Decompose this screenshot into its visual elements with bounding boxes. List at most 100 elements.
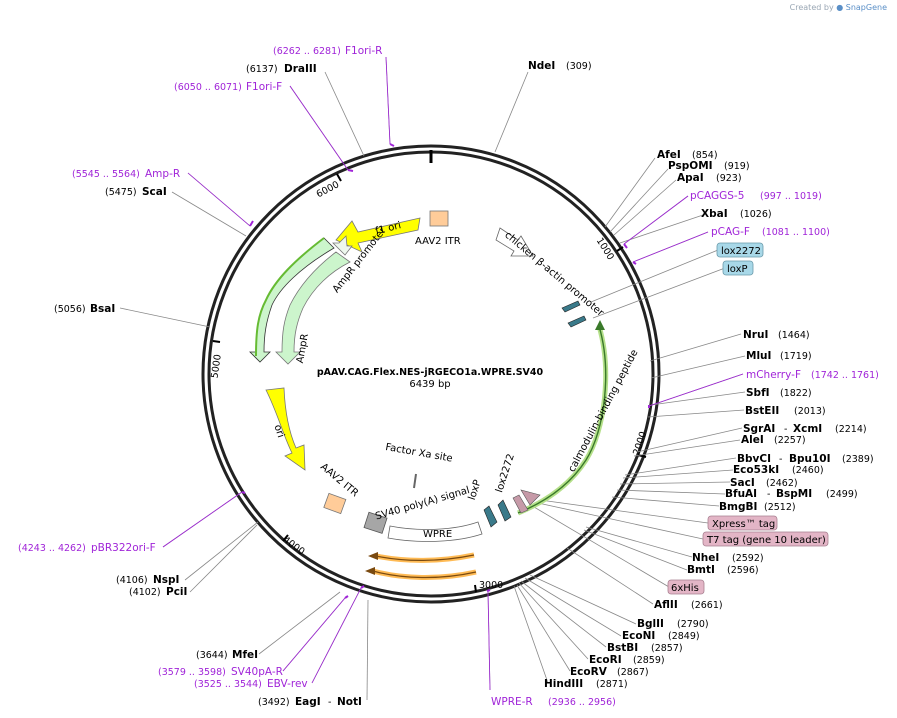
enzyme-sgrai-xcmi[interactable]: SgrAI - XcmI (2214) (743, 423, 867, 435)
tag-lox2272[interactable]: lox2272 (716, 242, 764, 258)
feature-lox-top[interactable] (561, 300, 587, 328)
feature-f1-ori[interactable]: f1 ori (335, 217, 421, 253)
enzyme-pcii[interactable]: (4102) PciI (129, 586, 187, 598)
enzyme-xbai[interactable]: XbaI (1026) (701, 208, 772, 220)
enzyme-sep: - (779, 454, 782, 465)
enzyme-name: EcoNI (622, 630, 655, 642)
enzyme-sbfi[interactable]: SbfI (1822) (746, 387, 812, 399)
primer-f1ori-f[interactable]: (6050 .. 6071) F1ori-F (174, 81, 282, 93)
feature-ori[interactable]: ori (265, 387, 306, 471)
enzyme-name-2: BspMI (776, 488, 812, 500)
enzyme-bstbi[interactable]: BstBI (2857) (607, 642, 683, 654)
enzyme-scai[interactable]: (5475) ScaI (105, 186, 167, 198)
primer-f1ori-r[interactable]: (6262 .. 6281) F1ori-R (273, 45, 382, 57)
enzyme-name: PciI (166, 586, 187, 598)
enzyme-ecorv[interactable]: EcoRV (2867) (570, 666, 649, 678)
enzyme-name: HindIII (544, 678, 583, 690)
primer-pcag-f[interactable]: pCAG-F (1081 .. 1100) (711, 226, 830, 238)
enzyme-eco53ki[interactable]: Eco53kI (2460) (733, 464, 824, 476)
enzyme-name: NdeI (528, 60, 555, 72)
feature-wpre[interactable]: WPRE (387, 521, 483, 542)
primer-ebv-rev[interactable]: (3525 .. 3544) EBV-rev (194, 678, 308, 690)
enzyme-pos: (2512) (764, 502, 796, 513)
enzyme-name-2: Bpu10I (789, 453, 831, 465)
primer-range: (1081 .. 1100) (762, 227, 830, 238)
enzyme-mlui[interactable]: MluI (1719) (746, 350, 812, 362)
enzyme-bmti[interactable]: BmtI (2596) (687, 564, 759, 576)
enzyme-pos: (309) (566, 61, 592, 72)
enzyme-name: SbfI (746, 387, 770, 399)
enzyme-apai[interactable]: ApaI (923) (677, 172, 742, 184)
enzyme-bsai[interactable]: (5056) BsaI (54, 303, 115, 315)
enzyme-aflii[interactable]: AflII (2661) (654, 599, 723, 611)
enzyme-name: BmtI (687, 564, 715, 576)
primer-mcherry-f[interactable]: mCherry-F (1742 .. 1761) (746, 369, 879, 381)
tag-loxp[interactable]: loxP (722, 260, 754, 276)
primer-pcaggs-5[interactable]: pCAGGS-5 (997 .. 1019) (690, 190, 822, 202)
primer-name: F1ori-F (246, 81, 282, 93)
enzyme-mfei[interactable]: (3644) MfeI (196, 649, 258, 661)
feature-factor-xa[interactable]: Factor Xa site (384, 442, 453, 489)
primer-name: pBR322ori-F (91, 542, 156, 554)
enzyme-pos: (1464) (778, 330, 810, 341)
feature-lox-bottom[interactable]: loxP lox2272 (467, 453, 541, 528)
enzyme-bfuai-bspmi[interactable]: BfuAI - BspMI (2499) (725, 488, 858, 500)
enzyme-name: BstEII (745, 405, 779, 417)
enzyme-bbvci-bpu10i[interactable]: BbvCI - Bpu10I (2389) (737, 453, 874, 465)
enzyme-eagi-noti[interactable]: (3492) EagI - NotI (258, 696, 362, 708)
primer-amp-r[interactable]: (5545 .. 5564) Amp-R (72, 168, 180, 180)
enzyme-name: BglII (637, 618, 664, 630)
primer-sv40pa-r[interactable]: (3579 .. 3598) SV40pA-R (158, 666, 283, 678)
enzyme-name: ApaI (677, 172, 704, 184)
primer-wpre-r[interactable]: WPRE-R (2936 .. 2956) (491, 696, 616, 708)
enzyme-pos: (2214) (835, 424, 867, 435)
tag-xpress[interactable]: Xpress™ tag (707, 515, 778, 531)
enzyme-name: EcoRI (589, 654, 622, 666)
enzyme-pspomi[interactable]: PspOMI (919) (668, 160, 750, 172)
enzyme-hindiii[interactable]: HindIII (2871) (544, 678, 628, 690)
enzyme-afei[interactable]: AfeI (854) (657, 149, 718, 161)
enzyme-nspi[interactable]: (4106) NspI (116, 574, 179, 586)
feature-chicken-promoter[interactable]: chicken β-actin promoter (495, 227, 606, 319)
enzyme-name: EagI (295, 696, 321, 708)
enzyme-ecori[interactable]: EcoRI (2859) (589, 654, 665, 666)
wpre-label: WPRE (423, 529, 452, 540)
enzyme-pos: (1719) (780, 351, 812, 362)
tag-6xhis[interactable]: 6xHis (667, 579, 705, 595)
enzyme-sep: - (767, 489, 770, 500)
enzyme-bglii[interactable]: BglII (2790) (637, 618, 709, 630)
enzyme-ndei[interactable]: NdeI (309) (528, 60, 592, 72)
enzyme-draiii[interactable]: (6137) DraIII (246, 63, 317, 75)
enzyme-name: NheI (692, 552, 719, 564)
primer-leader-lines (162, 56, 744, 691)
enzyme-nrui[interactable]: NruI (1464) (743, 329, 810, 341)
enzyme-bsteii[interactable]: BstEII (2013) (745, 405, 826, 417)
enzyme-name: SgrAI (743, 423, 775, 435)
snapgene-credit: Created by ● SnapGene (790, 3, 887, 12)
primer-range: (5545 .. 5564) (72, 169, 140, 180)
enzyme-name: PspOMI (668, 160, 713, 172)
feature-aav2-itr-top[interactable]: AAV2 ITR (415, 210, 461, 247)
enzyme-econi[interactable]: EcoNI (2849) (622, 630, 700, 642)
feature-sv40-polya[interactable]: SV40 poly(A) signal (363, 485, 471, 534)
tag-t7[interactable]: T7 tag (gene 10 leader) (702, 531, 829, 547)
enzyme-pos: (2596) (727, 565, 759, 576)
enzyme-nhei[interactable]: NheI (2592) (692, 552, 764, 564)
sv40-label: SV40 poly(A) signal (374, 485, 471, 522)
enzyme-bmgbi[interactable]: BmgBI (2512) (719, 501, 796, 513)
tick-5000: 5000 (210, 354, 224, 379)
enzyme-name: DraIII (284, 63, 317, 75)
feature-aav2-itr-bottom[interactable]: AAV2 ITR (318, 462, 360, 515)
tick-3000: 3000 (479, 580, 503, 591)
primer-range: (1742 .. 1761) (811, 370, 879, 381)
enzyme-pos: (3644) (196, 650, 228, 661)
enzyme-pos: (2871) (596, 679, 628, 690)
enzyme-alei[interactable]: AleI (2257) (741, 434, 806, 446)
primer-name: WPRE-R (491, 696, 533, 708)
primer-name: SV40pA-R (231, 666, 283, 678)
highlight-arrows (365, 552, 477, 581)
primer-pbr322ori-f[interactable]: (4243 .. 4262) pBR322ori-F (18, 542, 156, 554)
feature-ampr[interactable]: AmpR (249, 237, 351, 365)
enzyme-saci[interactable]: SacI (2462) (730, 477, 798, 489)
